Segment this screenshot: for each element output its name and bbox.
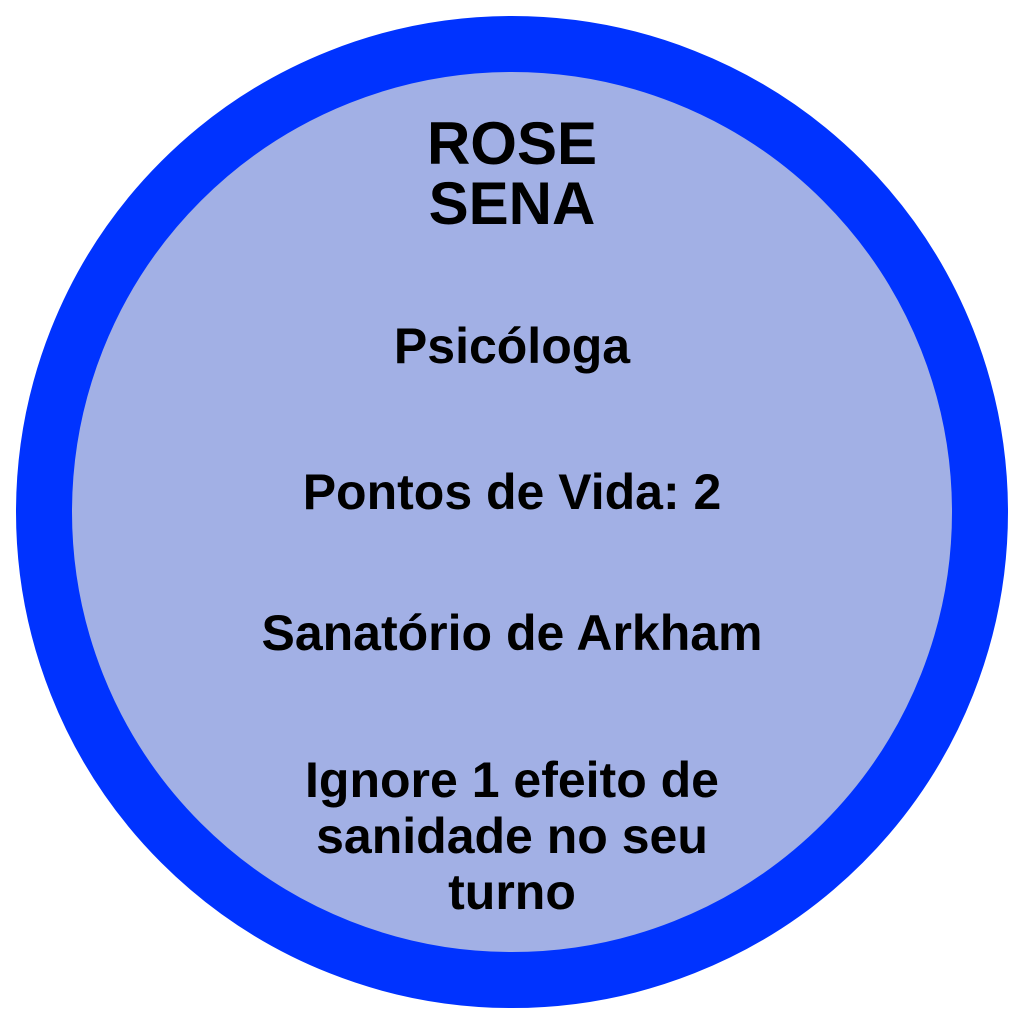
ability-line-1: Ignore 1 efeito de	[305, 752, 719, 808]
name-line-2: SENA	[428, 170, 596, 237]
profession: Psicóloga	[393, 318, 631, 374]
ability-text: Ignore 1 efeito de sanidade no seu turno	[0, 752, 1024, 920]
ability-line-3: turno	[448, 864, 576, 920]
character-name: ROSE SENA	[0, 114, 1024, 234]
health-points: Pontos de Vida: 2	[302, 464, 722, 520]
location: Sanatório de Arkham	[261, 605, 763, 661]
ability-line-2: sanidade no seu	[316, 808, 708, 864]
name-line-1: ROSE	[426, 110, 598, 177]
